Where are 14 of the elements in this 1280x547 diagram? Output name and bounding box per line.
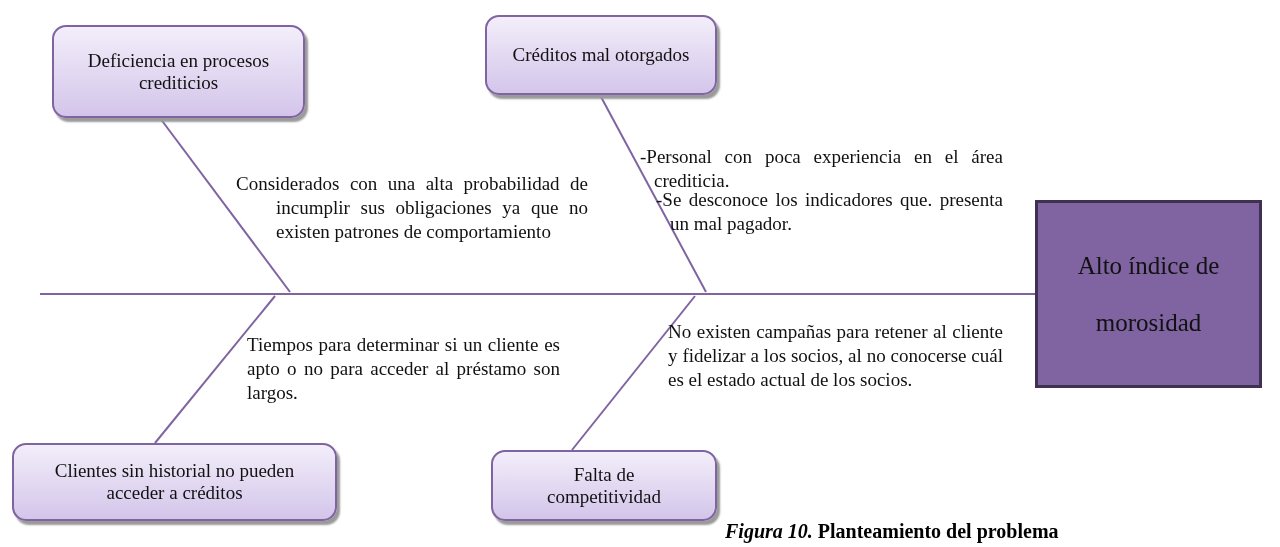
cause-box: Falta de competitividad xyxy=(491,450,717,521)
spine-line xyxy=(39,293,1036,295)
cause-box: Deficiencia en procesos crediticios xyxy=(52,25,305,118)
effect-box: Alto índice de morosidad xyxy=(1035,200,1262,388)
cause-description: No existen campañas para retener al cliente y fidelizar a los socios, al no conocerse cuál es el estado actual de los socios. xyxy=(668,320,1003,393)
cause-box: Clientes sin historial no pueden acceder a créditos xyxy=(12,443,337,521)
cause-description: Considerados con una alta probabilidad de incumplir sus obligaciones ya que no existen patrones de comportamiento xyxy=(236,172,588,245)
cause-box: Créditos mal otorgados xyxy=(485,15,717,95)
bone-line xyxy=(154,295,276,444)
bone-line xyxy=(571,295,696,451)
bone-line xyxy=(599,94,707,293)
bone-line xyxy=(159,117,291,293)
figure-caption: Figura 10. Planteamiento del problema xyxy=(725,520,1059,543)
cause-description: Tiempos para determinar si un cliente es apto o no para acceder al préstamo son largos. xyxy=(247,333,560,406)
